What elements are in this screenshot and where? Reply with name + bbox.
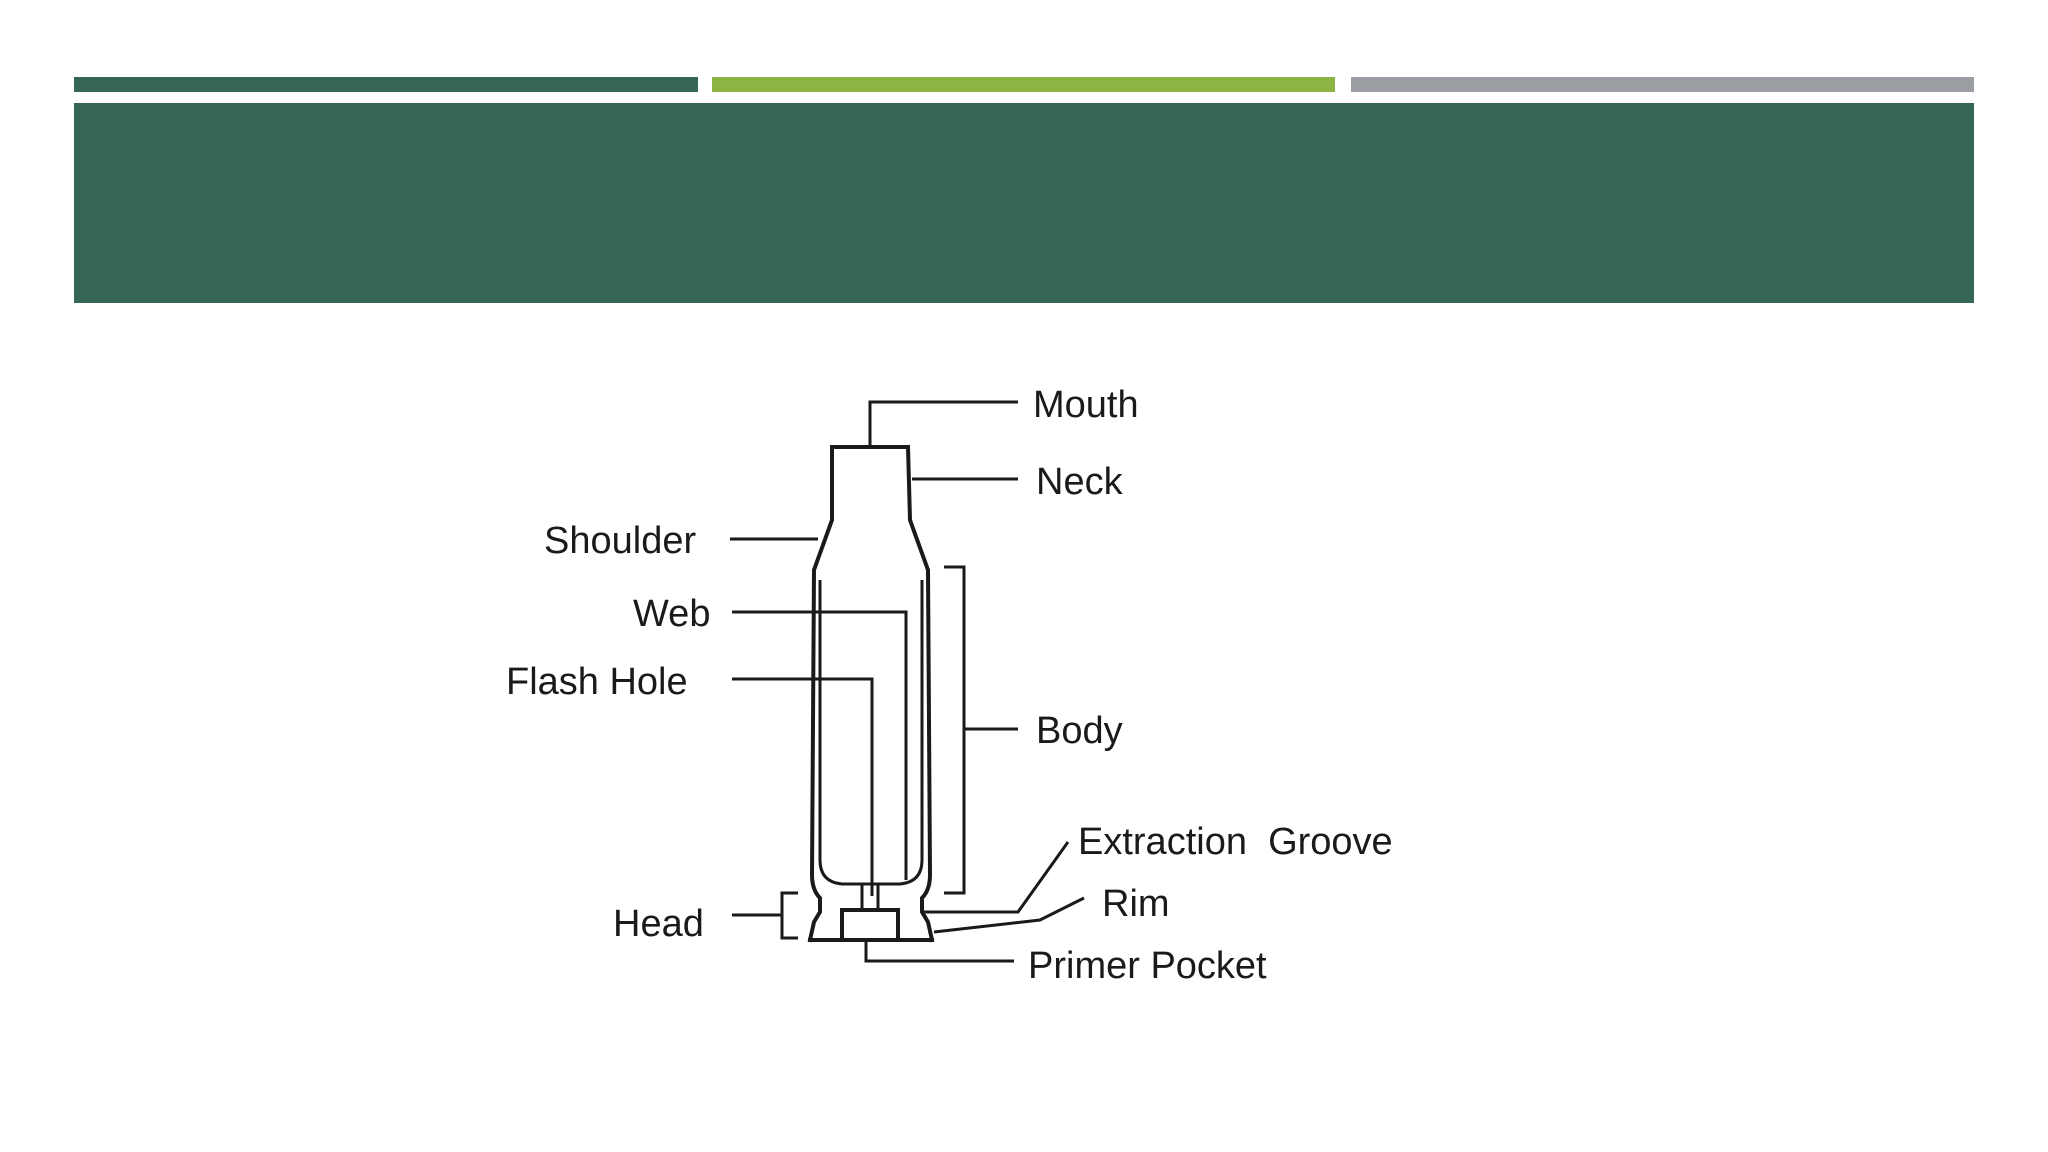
accent-bar-light-green — [712, 77, 1335, 92]
label-rim: Rim — [1102, 883, 1170, 925]
label-neck: Neck — [1036, 461, 1124, 503]
accent-bar-gray — [1351, 77, 1974, 92]
leader-primer-pocket — [864, 942, 1014, 963]
leader-body-bracket — [944, 565, 966, 895]
primer-pocket-shape — [840, 908, 900, 942]
label-extraction-groove: Extraction Groove — [1078, 821, 1393, 863]
label-primer-pocket: Primer Pocket — [1028, 945, 1267, 987]
leader-flash-hole — [732, 677, 874, 896]
label-mouth: Mouth — [1033, 384, 1139, 426]
label-body: Body — [1036, 710, 1123, 752]
leader-mouth — [868, 400, 1018, 445]
diagram-labels: Mouth Neck Shoulder Web Flash Hole Body … — [506, 384, 1393, 987]
leader-lines — [730, 400, 1085, 963]
label-head: Head — [613, 903, 704, 945]
label-shoulder: Shoulder — [544, 520, 696, 562]
case-left-wall — [807, 445, 834, 943]
case-right-wall — [905, 444, 935, 943]
label-web: Web — [633, 593, 710, 635]
accent-bar-dark-green — [74, 77, 698, 92]
label-flash-hole: Flash Hole — [506, 661, 688, 703]
leader-web — [732, 610, 908, 880]
leader-extraction-groove — [924, 841, 1070, 914]
leader-rim — [933, 896, 1085, 934]
title-band — [74, 103, 1974, 303]
leader-head-bracket — [780, 891, 798, 940]
